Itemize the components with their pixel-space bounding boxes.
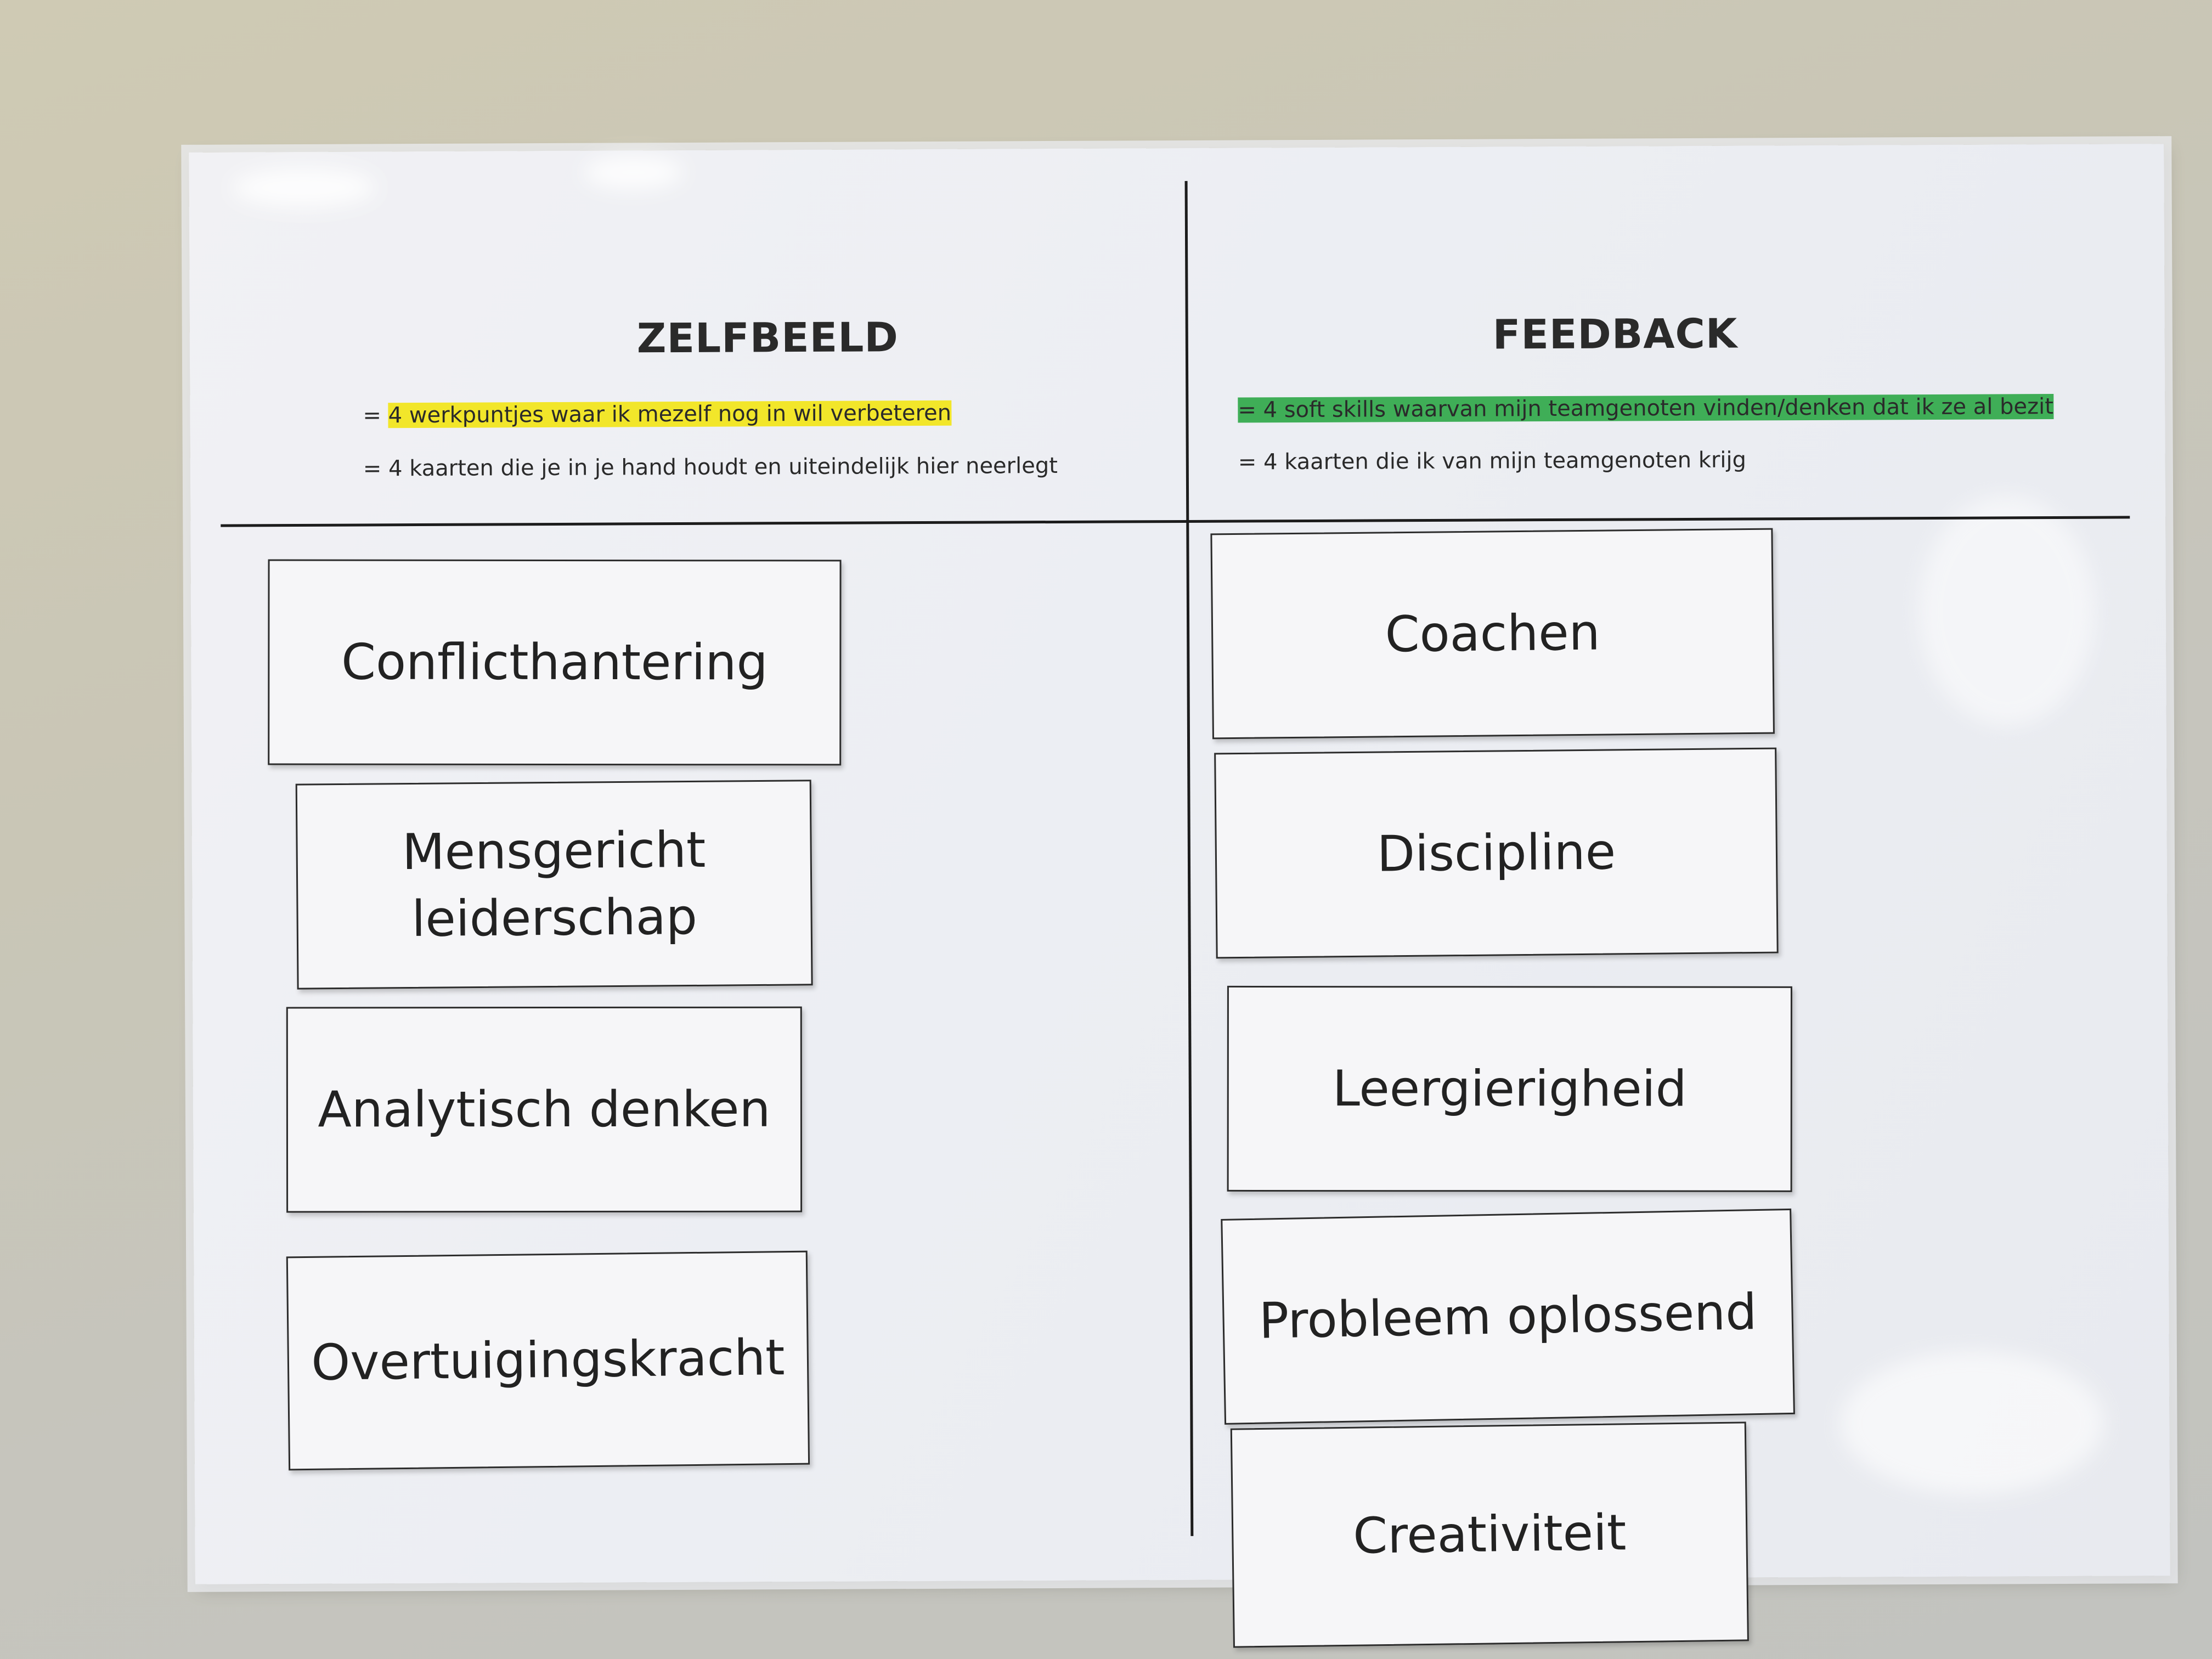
card-label: Analytisch denken [318,1080,771,1139]
card-label: Coachen [1385,603,1601,664]
zelfbeeld-heading: ZELFBEELD [636,314,899,363]
feedback-heading: FEEDBACK [1492,310,1738,359]
zelfbeeld-highlight: 4 werkpuntjes waar ik mezelf nog in wil … [388,400,952,428]
card-overtuigingskracht[interactable]: Overtuigingskracht [286,1250,810,1471]
card-label: Mensgericht leiderschap [402,821,706,948]
vertical-divider [1184,180,1194,1536]
light-glare [1918,495,2095,727]
laminated-sheet: ZELFBEELD = 4 werkpuntjes waar ik mezelf… [189,144,2170,1648]
card-probleem-oplossend[interactable]: Probleem oplossend [1221,1208,1795,1425]
zelfbeeld-note-highlighted: = 4 werkpuntjes waar ik mezelf nog in wi… [363,400,952,428]
light-glare [233,168,376,207]
feedback-note-highlighted: = 4 soft skills waarvan mijn teamgenoten… [1238,394,2053,423]
card-label: Creativiteit [1352,1504,1627,1566]
light-glare [584,155,683,189]
card-discipline[interactable]: Discipline [1214,747,1779,959]
light-glare [1839,1351,2104,1495]
card-label: Leergierigheid [1332,1059,1687,1118]
card-creativiteit[interactable]: Creativiteit [1230,1421,1749,1648]
feedback-highlight: = 4 soft skills waarvan mijn teamgenoten… [1238,394,2053,423]
card-label: Overtuigingskracht [311,1329,786,1392]
card-leergierigheid[interactable]: Leergierigheid [1227,985,1792,1192]
card-analytisch-denken[interactable]: Analytisch denken [286,1006,803,1213]
card-coachen[interactable]: Coachen [1210,528,1775,740]
card-conflicthantering[interactable]: Conflicthantering [268,559,842,766]
card-label: Conflicthantering [341,633,768,692]
feedback-note: = 4 kaarten die ik van mijn teamgenoten … [1238,447,1747,475]
card-label: Discipline [1376,823,1616,883]
horizontal-divider [221,516,2130,527]
card-label: Probleem oplossend [1258,1283,1758,1350]
zelfbeeld-note: = 4 kaarten die je in je hand houdt en u… [363,453,1058,482]
card-mensgericht-leiderschap[interactable]: Mensgericht leiderschap [295,780,813,990]
